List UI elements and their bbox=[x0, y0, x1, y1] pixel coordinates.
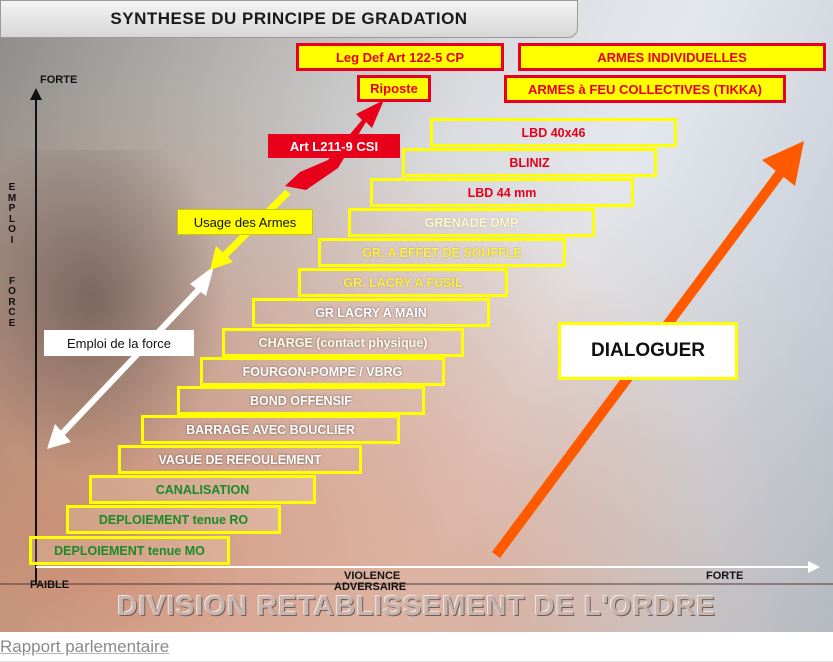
axis-label-forte-right: FORTE bbox=[706, 570, 744, 582]
emploi-force-arrowhead-top bbox=[190, 266, 214, 296]
dialoguer-box: DIALOGUER bbox=[558, 322, 738, 380]
escalation-arrow-head bbox=[762, 141, 804, 186]
step-deploiement-ro: DEPLOIEMENT tenue RO bbox=[66, 505, 281, 534]
step-fourgon-pompe: FOURGON-POMPE / VBRG bbox=[200, 357, 445, 386]
step-deploiement-mo: DEPLOIEMENT tenue MO bbox=[29, 536, 230, 565]
step-gr-lacry-fusil: GR. LACRY A FUSIL bbox=[298, 268, 508, 297]
emploi-force-arrow-line bbox=[53, 280, 208, 443]
leg-def-box: Leg Def Art 122-5 CP bbox=[296, 43, 504, 71]
emploi-force-arrowhead-bottom bbox=[47, 424, 71, 449]
step-lbd-40x46: LBD 40x46 bbox=[430, 118, 677, 147]
page-title: SYNTHESE DU PRINCIPE DE GRADATION bbox=[0, 0, 578, 38]
horizontal-axis-arrowhead bbox=[808, 561, 820, 573]
step-grenade-dmp: GRENADE DMP bbox=[348, 208, 595, 237]
axis-label-adversaire: ADVERSAIRE bbox=[334, 581, 407, 593]
step-gr-effet-souffle: GR. A EFFET DE SOUFFLE bbox=[318, 238, 566, 267]
step-bliniz: BLINIZ bbox=[402, 148, 657, 177]
vertical-axis-arrowhead bbox=[30, 88, 42, 100]
diagram-canvas: SYNTHESE DU PRINCIPE DE GRADATION Leg De… bbox=[0, 0, 833, 632]
step-vague-refoulement: VAGUE DE REFOULEMENT bbox=[118, 445, 362, 474]
step-lbd-44mm: LBD 44 mm bbox=[370, 178, 634, 207]
emploi-force-label: Emploi de la force bbox=[44, 330, 194, 356]
step-canalisation: CANALISATION bbox=[89, 475, 316, 504]
riposte-box: Riposte bbox=[357, 75, 431, 102]
division-footer-title: DIVISION RETABLISSEMENT DE L'ORDRE bbox=[117, 590, 716, 621]
source-caption-link[interactable]: Rapport parlementaire bbox=[0, 637, 170, 656]
art-l211-label: Art L211-9 CSI bbox=[268, 134, 400, 158]
art-l211-arrow bbox=[285, 100, 384, 190]
step-charge: CHARGE (contact physique) bbox=[222, 328, 464, 357]
background-figure-silhouette bbox=[0, 150, 230, 480]
axis-label-faible: FAIBLE bbox=[30, 579, 70, 591]
step-barrage-bouclier: BARRAGE AVEC BOUCLIER bbox=[141, 415, 400, 444]
axis-label-forte-top: FORTE bbox=[40, 74, 78, 86]
usage-armes-arrowhead bbox=[210, 246, 233, 270]
axis-label-violence: VIOLENCE bbox=[344, 570, 401, 582]
usage-armes-label: Usage des Armes bbox=[177, 209, 313, 235]
vertical-axis-label-emploi-force: E M P L O I F O R C E bbox=[7, 182, 17, 329]
step-bond-offensif: BOND OFFENSIF bbox=[177, 386, 425, 415]
armes-collectives-box: ARMES à FEU COLLECTIVES (TIKKA) bbox=[504, 75, 786, 103]
armes-individuelles-box: ARMES INDIVIDUELLES bbox=[518, 43, 826, 71]
step-gr-lacry-main: GR LACRY A MAIN bbox=[252, 298, 490, 327]
